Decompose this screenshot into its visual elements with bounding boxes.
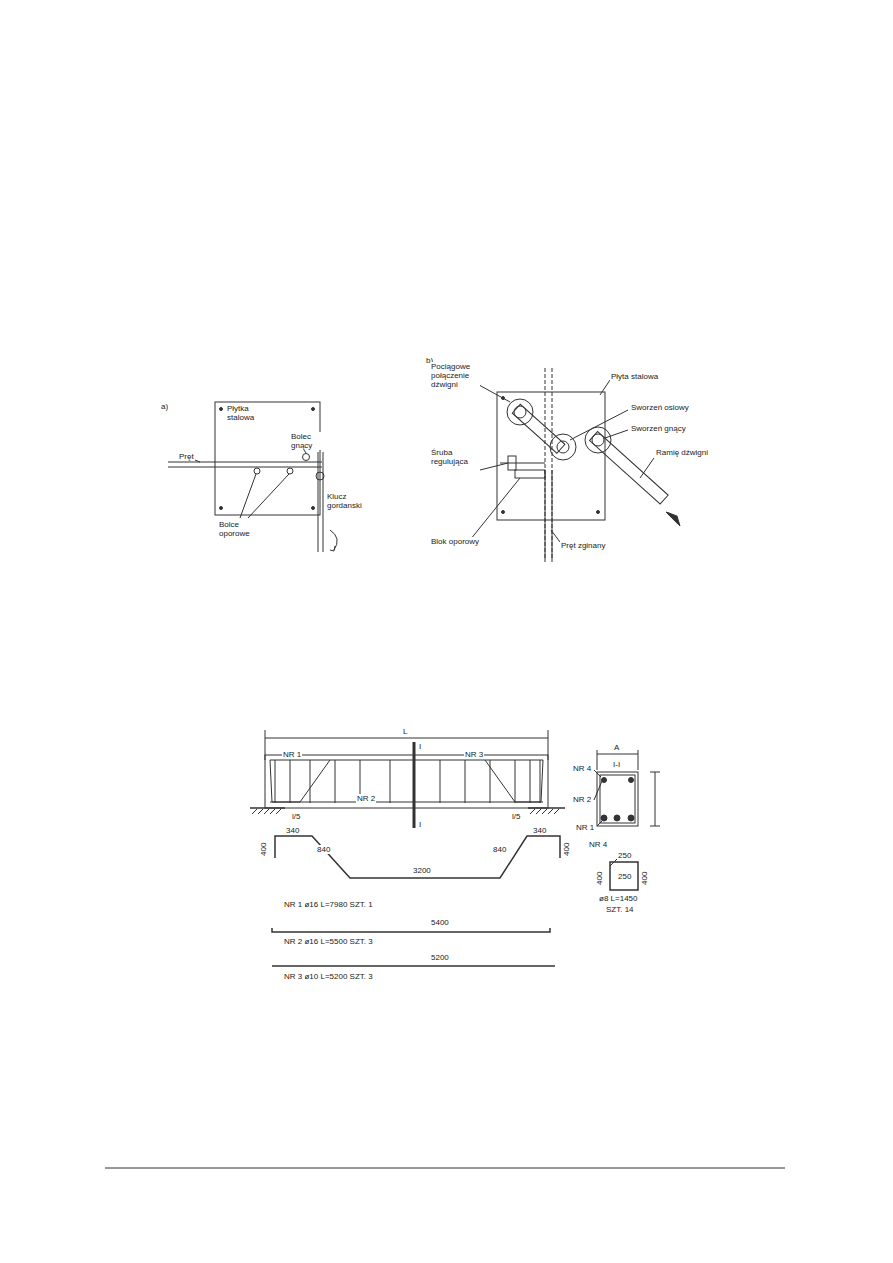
label: Pręt bbox=[178, 452, 195, 461]
label: 3200 bbox=[412, 866, 432, 875]
lever-arm bbox=[590, 432, 669, 504]
label: Bolce oporowe bbox=[218, 520, 260, 538]
label: NR 3 ø10 L=5200 SZT. 3 bbox=[283, 972, 374, 981]
label: NR 2 ø16 L=5500 SZT. 3 bbox=[283, 937, 374, 946]
label: 400 bbox=[562, 842, 571, 857]
label: l/5 bbox=[291, 812, 301, 821]
label: ø8 L=1450 bbox=[598, 894, 638, 903]
label: Ramię dźwigni bbox=[655, 448, 709, 457]
label: NR 2 bbox=[572, 795, 592, 804]
label: Blok oporowy bbox=[430, 537, 480, 546]
label: 5200 bbox=[430, 953, 450, 962]
label: Sworzeń gnący bbox=[630, 424, 687, 433]
beam bbox=[265, 755, 548, 808]
label: I bbox=[418, 742, 422, 751]
label: 340 bbox=[285, 826, 300, 835]
bar-shape bbox=[272, 965, 555, 967]
bent-rod bbox=[545, 470, 546, 562]
label: A bbox=[613, 743, 620, 752]
label: Płyta stalowa bbox=[610, 372, 659, 381]
label: I bbox=[418, 820, 422, 829]
label: 250 bbox=[617, 872, 632, 881]
label: Płytka stalowa bbox=[226, 404, 268, 422]
label: a) bbox=[160, 402, 169, 411]
cross-section bbox=[597, 772, 638, 826]
label: 340 bbox=[532, 826, 547, 835]
stirrup-shape bbox=[610, 862, 638, 890]
dimension-line bbox=[265, 738, 548, 739]
label: NR 4 bbox=[588, 840, 608, 849]
label: NR 2 bbox=[356, 794, 376, 803]
label: Klucz gordanski bbox=[326, 492, 370, 510]
label: NR 4 bbox=[572, 764, 592, 773]
label: SZT. 14 bbox=[605, 905, 635, 914]
bar-shape bbox=[275, 836, 560, 878]
label: NR 1 ø16 L=7980 SZT. 1 bbox=[283, 900, 374, 909]
label: Sworzeń osiowy bbox=[630, 403, 690, 412]
label: NR 3 bbox=[464, 750, 484, 759]
bar-shape bbox=[272, 928, 550, 932]
steel-plate bbox=[497, 392, 605, 520]
label: 5400 bbox=[430, 918, 450, 927]
footer-rule bbox=[105, 1168, 785, 1169]
rod bbox=[168, 462, 322, 463]
label: l/5 bbox=[511, 812, 521, 821]
label: Pociągowe połączenie dźwigni bbox=[430, 362, 480, 389]
support-block bbox=[515, 470, 545, 478]
label: I-I bbox=[612, 760, 621, 769]
label: 400 bbox=[640, 871, 649, 886]
label: NR 1 bbox=[282, 750, 302, 759]
label: NR 1 bbox=[575, 823, 595, 832]
label: 400 bbox=[259, 842, 268, 857]
bending-key bbox=[318, 452, 319, 552]
steel-plate bbox=[215, 402, 320, 515]
label: L bbox=[402, 727, 408, 736]
label: Pręt zginany bbox=[560, 541, 606, 550]
label: Śruba regulująca bbox=[430, 448, 480, 466]
label: 250 bbox=[617, 851, 632, 860]
label: 840 bbox=[316, 845, 331, 854]
label: 400 bbox=[595, 871, 604, 886]
label: 840 bbox=[492, 845, 507, 854]
label: Bolec gnący bbox=[290, 432, 326, 450]
